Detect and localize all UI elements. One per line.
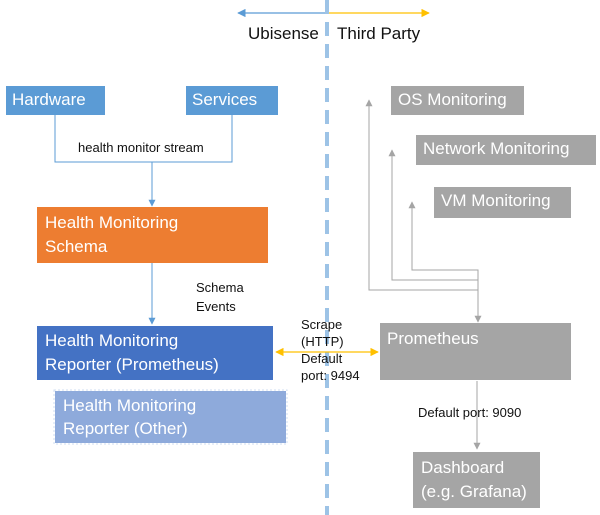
reporter-prometheus-label-line-1: Health Monitoring bbox=[45, 331, 179, 350]
dashboard-label-line-1: Dashboard bbox=[421, 458, 505, 477]
vm-monitoring-box: VM Monitoring bbox=[434, 187, 571, 218]
ubisense-label: Ubisense bbox=[248, 24, 319, 43]
hardware-connector bbox=[54, 115, 152, 163]
reporter-other-label-line-2: Reporter (Other) bbox=[63, 419, 188, 438]
stream-label: health monitor stream bbox=[78, 140, 204, 155]
hardware-box: Hardware bbox=[6, 86, 105, 115]
reporter-prometheus-label-line-2: Reporter (Prometheus) bbox=[45, 355, 219, 374]
reporter-prometheus-box: Health Monitoring Reporter (Prometheus) bbox=[37, 326, 273, 380]
third-party-label: Third Party bbox=[337, 24, 421, 43]
scrape-label-line-4: port: 9494 bbox=[301, 368, 360, 383]
hardware-label: Hardware bbox=[12, 90, 86, 109]
reporter-other-label-line-1: Health Monitoring bbox=[63, 396, 197, 415]
os-monitoring-box: OS Monitoring bbox=[391, 86, 524, 115]
schema-box: Health Monitoring Schema bbox=[37, 207, 268, 263]
scrape-label-line-2: (HTTP) bbox=[301, 334, 344, 349]
dashboard-label-line-2: (e.g. Grafana) bbox=[421, 482, 527, 501]
os-monitoring-label: OS Monitoring bbox=[398, 90, 507, 109]
vm-monitoring-connector bbox=[408, 201, 482, 323]
services-label: Services bbox=[192, 90, 258, 109]
network-monitoring-label: Network Monitoring bbox=[423, 139, 570, 158]
prometheus-box: Prometheus bbox=[380, 323, 571, 380]
vm-monitoring-label: VM Monitoring bbox=[441, 191, 551, 210]
schema-events-label-line-2: Events bbox=[196, 299, 236, 314]
services-connector bbox=[152, 115, 233, 163]
schema-label-line-2: Schema bbox=[45, 237, 108, 256]
reporter-other-outline bbox=[53, 389, 288, 445]
prometheus-label: Prometheus bbox=[387, 329, 479, 348]
dashboard-box: Dashboard (e.g. Grafana) bbox=[413, 452, 540, 508]
reporter-other-box: Health Monitoring Reporter (Other) bbox=[55, 391, 286, 443]
schema-events-label-line-1: Schema bbox=[196, 280, 244, 295]
network-monitoring-box: Network Monitoring bbox=[416, 135, 596, 165]
scrape-label-line-1: Scrape bbox=[301, 317, 343, 332]
scrape-label-line-3: Default bbox=[301, 351, 343, 366]
services-box: Services bbox=[186, 86, 278, 115]
schema-label-line-1: Health Monitoring bbox=[45, 213, 179, 232]
port-9090-label: Default port: 9090 bbox=[418, 405, 522, 420]
